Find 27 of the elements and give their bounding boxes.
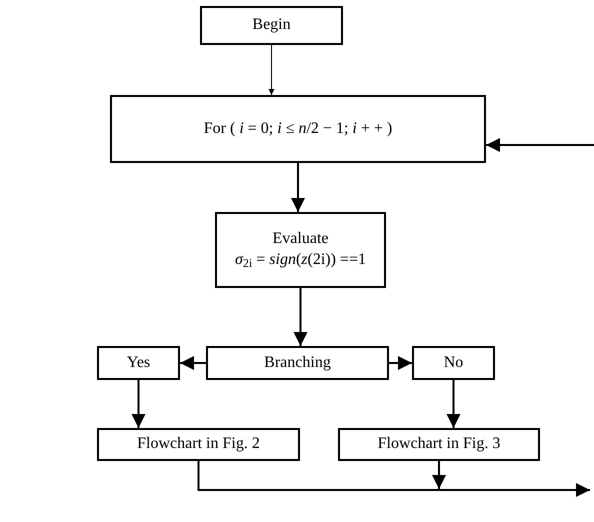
process-box — [97, 428, 300, 461]
branch-box — [97, 346, 180, 380]
box-label: Yes — [126, 352, 150, 373]
box-label: Flowchart in Fig. 3 — [378, 434, 500, 454]
arrow — [180, 356, 206, 370]
arrow — [132, 380, 146, 428]
box-label: Begin — [252, 15, 291, 36]
arrow — [268, 44, 274, 96]
branch-box — [412, 346, 495, 380]
box-label: Evaluate — [272, 229, 328, 250]
arrow — [389, 356, 412, 370]
loop-box — [110, 95, 486, 163]
start-box — [200, 6, 343, 45]
process-box — [215, 212, 386, 288]
process-box — [338, 428, 540, 461]
box-label: Flowchart in Fig. 2 — [137, 434, 260, 454]
box-label: No — [444, 352, 464, 373]
arrow — [486, 138, 594, 152]
arrow — [198, 461, 590, 497]
arrow — [291, 163, 305, 212]
arrow — [446, 380, 460, 428]
arrow — [294, 288, 308, 346]
arrow — [432, 461, 446, 489]
box-label: Branching — [264, 352, 331, 373]
decision-box — [206, 346, 389, 380]
formula-text: σ$_{2i}$ = sign(z(2i)) ==1 — [235, 250, 366, 271]
box-label: For ( i = 0; i ≤ n/2 − 1; i + + ) — [204, 118, 392, 139]
